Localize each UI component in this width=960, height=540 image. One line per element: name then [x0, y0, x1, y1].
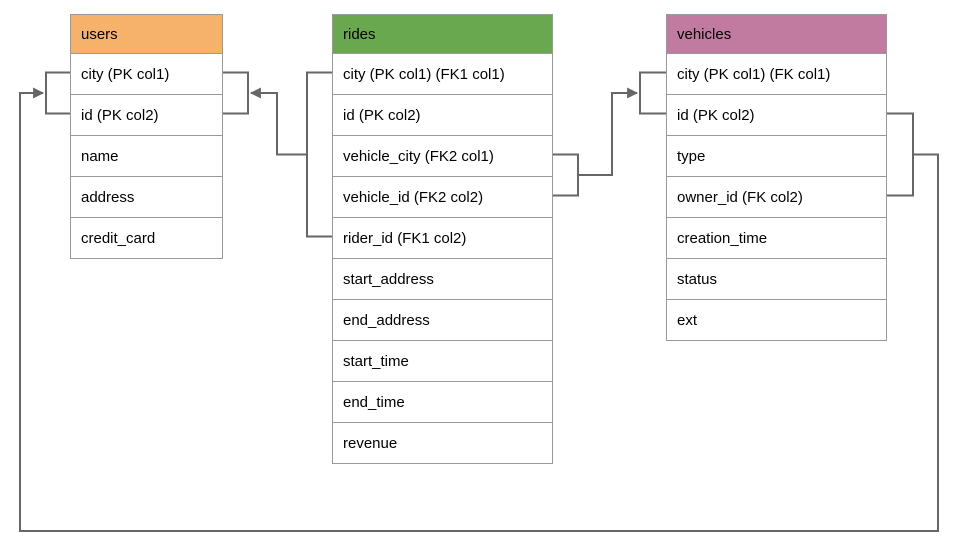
column-row-users-2: name [71, 135, 222, 176]
column-row-rides-8: end_time [333, 381, 552, 422]
column-row-rides-6: end_address [333, 299, 552, 340]
column-row-users-1: id (PK col2) [71, 94, 222, 135]
column-row-rides-0: city (PK col1) (FK1 col1) [333, 53, 552, 94]
fk3-arrow-line [19, 87, 939, 532]
table-header-users: users [71, 15, 222, 53]
fk1-users-bracket [223, 71, 249, 115]
fk2-vehicles-bracket [639, 71, 666, 115]
column-row-rides-1: id (PK col2) [333, 94, 552, 135]
table-header-rides: rides [333, 15, 552, 53]
table-header-vehicles: vehicles [667, 15, 886, 53]
column-row-rides-4: rider_id (FK1 col2) [333, 217, 552, 258]
column-row-rides-2: vehicle_city (FK2 col1) [333, 135, 552, 176]
fk1-rides-bracket [306, 71, 332, 238]
column-row-rides-5: start_address [333, 258, 552, 299]
column-row-vehicles-6: ext [667, 299, 886, 340]
column-row-vehicles-1: id (PK col2) [667, 94, 886, 135]
column-row-rides-9: revenue [333, 422, 552, 463]
fk3-users-bracket [45, 71, 70, 115]
column-row-vehicles-4: creation_time [667, 217, 886, 258]
column-row-users-4: credit_card [71, 217, 222, 258]
column-row-vehicles-2: type [667, 135, 886, 176]
fk3-vehicles-bracket [887, 112, 914, 197]
column-row-rides-3: vehicle_id (FK2 col2) [333, 176, 552, 217]
fk2-arrow-line [578, 87, 639, 176]
column-row-users-3: address [71, 176, 222, 217]
fk2-rides-bracket [553, 153, 579, 197]
column-row-vehicles-5: status [667, 258, 886, 299]
fk1-arrow-line [249, 87, 307, 156]
column-row-rides-7: start_time [333, 340, 552, 381]
column-row-users-0: city (PK col1) [71, 53, 222, 94]
column-row-vehicles-0: city (PK col1) (FK col1) [667, 53, 886, 94]
column-row-vehicles-3: owner_id (FK col2) [667, 176, 886, 217]
